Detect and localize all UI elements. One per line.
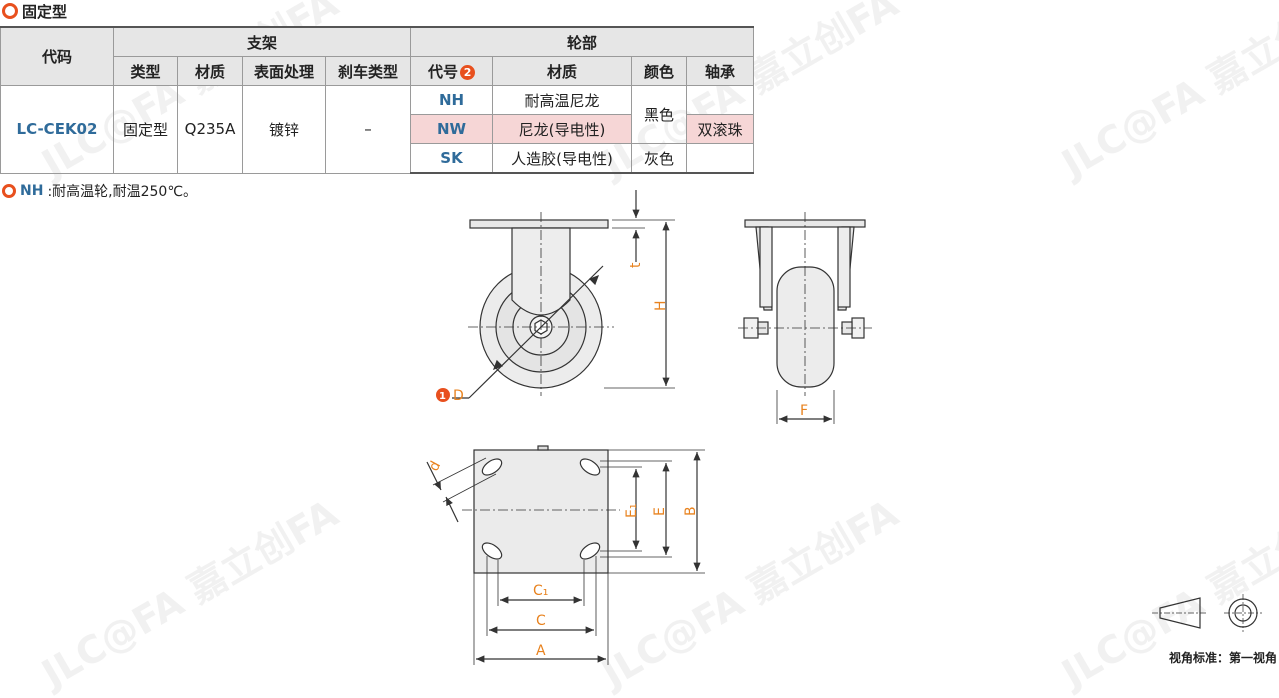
- caster-top-view: [462, 445, 620, 574]
- dim-label-e: E: [652, 507, 668, 516]
- dim-badge-number: 1: [439, 391, 446, 402]
- note-badge-icon: 2: [460, 64, 476, 80]
- dim-label-d-wheel: D: [453, 388, 464, 404]
- dim-label-a: A: [536, 643, 546, 659]
- section-title: 固定型: [22, 2, 68, 21]
- header-bracket: 支架: [112, 26, 412, 57]
- header-color: 颜色: [631, 56, 688, 86]
- header-wheel-code-label: 代号: [428, 62, 459, 81]
- wheel-code-nw: NW: [410, 114, 494, 144]
- dim-label-c: C: [536, 613, 546, 629]
- wheel-code-sk: SK: [410, 143, 494, 174]
- section-title-row: 固定型: [2, 1, 67, 21]
- wheel-code-nh: NH: [410, 85, 494, 115]
- header-material: 材质: [177, 56, 243, 86]
- bearing-empty: [686, 143, 755, 174]
- dim-label-b: B: [683, 506, 699, 516]
- dim-label-d-hole: d: [426, 459, 444, 474]
- header-brake: 刹车类型: [324, 56, 412, 86]
- brake-type: –: [324, 85, 412, 174]
- wheel-material-nw: 尼龙(导电性): [492, 114, 633, 144]
- header-code: 代码: [0, 26, 114, 86]
- product-code: LC-CEK02: [0, 85, 114, 174]
- dim-badge-icon: [436, 388, 450, 402]
- bracket-material: Q235A: [177, 85, 243, 174]
- note-line: NH:耐高温轮,耐温250℃。: [2, 181, 197, 201]
- header-bearing: 轴承: [686, 56, 755, 86]
- wheel-color-gray: 灰色: [631, 143, 688, 174]
- circle-bullet-icon: [2, 184, 16, 198]
- caster-front-view: [452, 212, 614, 399]
- wheel-material-nh: 耐高温尼龙: [492, 85, 633, 115]
- note-text: :耐高温轮,耐温250℃。: [47, 184, 198, 200]
- bracket-type: 固定型: [113, 85, 178, 174]
- dim-label-c1: C₁: [533, 583, 548, 599]
- wheel-color-black: 黑色: [631, 85, 688, 144]
- dim-label-f: F: [800, 403, 808, 419]
- header-wheel: 轮部: [410, 26, 755, 57]
- view-standard-label: 视角标准：第一视角: [1168, 651, 1277, 665]
- header-wheel-material: 材质: [492, 56, 633, 86]
- bearing-value: 双滚珠: [686, 114, 755, 144]
- header-surface: 表面处理: [242, 56, 326, 86]
- wheel-material-sk: 人造胶(导电性): [492, 143, 633, 174]
- caster-side-view: [738, 212, 872, 396]
- dim-label-e1: E₁: [624, 504, 640, 518]
- technical-drawing: t H 1 D F d E₁ E B C₁ C A: [426, 190, 1262, 665]
- circle-bullet-icon: [2, 3, 18, 19]
- dim-label-t: t: [628, 262, 644, 268]
- note-key: NH: [20, 183, 44, 199]
- header-type: 类型: [113, 56, 178, 86]
- projection-symbol-icon: [1152, 594, 1262, 632]
- dim-label-h: H: [653, 300, 669, 311]
